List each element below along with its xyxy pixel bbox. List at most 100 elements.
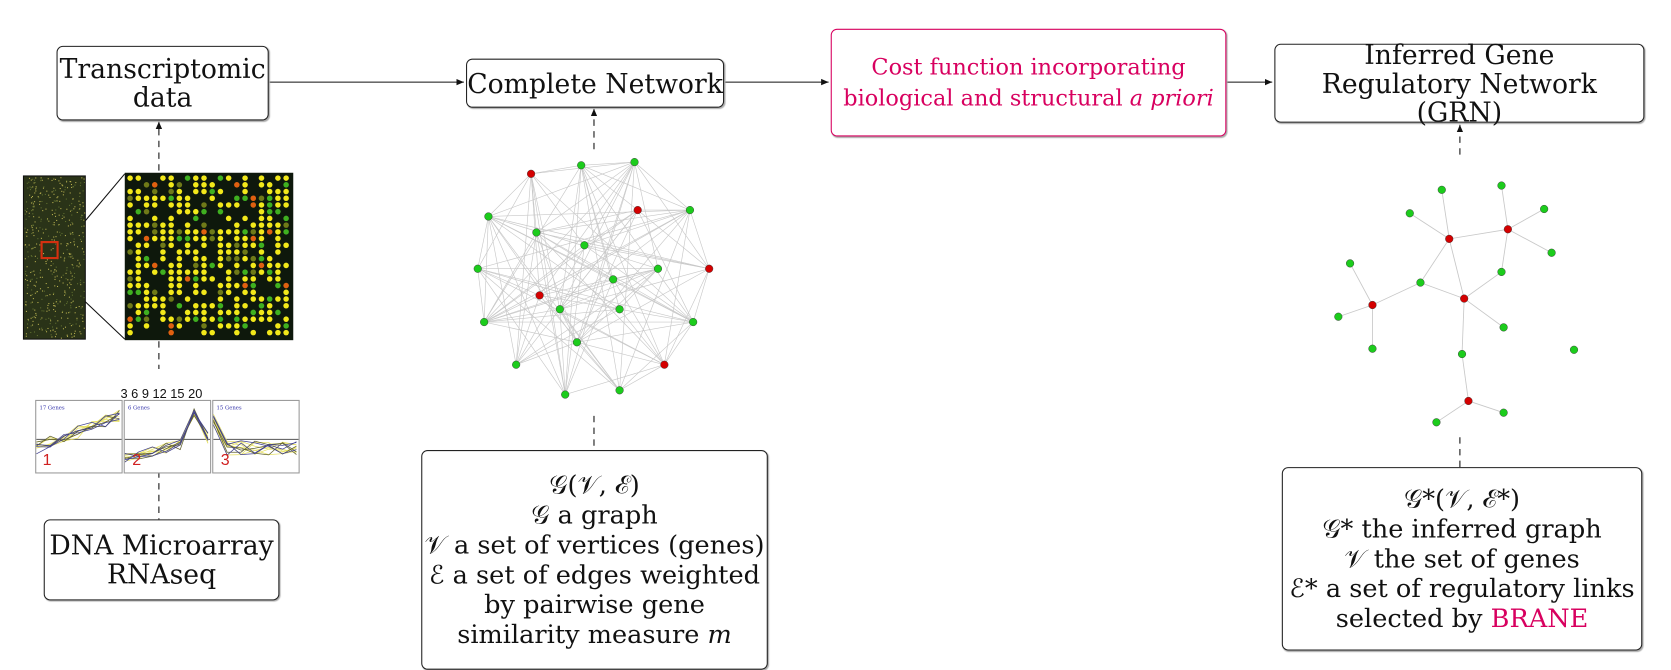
microarray-spot — [168, 182, 174, 188]
slide-speck — [80, 307, 82, 309]
slide-speck — [54, 336, 57, 338]
slide-speck — [54, 310, 56, 312]
microarray-spot — [143, 242, 150, 249]
box-text: 𝒢* the inferred graph — [1322, 514, 1602, 544]
slide-speck — [42, 232, 44, 234]
slide-speck — [66, 245, 68, 247]
microarray-spot — [176, 323, 183, 329]
slide-speck — [32, 206, 34, 208]
slide-speck — [62, 215, 64, 217]
slide-speck — [48, 303, 50, 305]
microarray-spot — [184, 276, 191, 282]
microarray-spot — [283, 195, 289, 202]
microarray-spot — [217, 229, 224, 235]
microarray-spot — [201, 208, 207, 215]
microarray-spot — [258, 175, 265, 181]
microarray-spot — [234, 282, 240, 289]
slide-speck — [70, 184, 73, 186]
slide-speck — [82, 205, 84, 207]
microarray-spot — [283, 282, 289, 289]
graph-edge — [1441, 189, 1450, 239]
microarray-spot — [234, 309, 240, 316]
slide-speck — [64, 257, 66, 259]
graph-edge — [483, 216, 489, 323]
expression-profile-line — [212, 425, 297, 450]
slide-speck — [45, 295, 47, 297]
slide-speck — [46, 218, 49, 220]
slide-speck — [73, 208, 75, 210]
box-text: 𝒱 the set of genes — [1344, 543, 1580, 574]
microarray-spot — [143, 302, 150, 309]
slide-speck — [51, 209, 53, 211]
slide-speck — [66, 334, 68, 336]
microarray-spot — [201, 235, 207, 242]
graph-edge — [559, 268, 710, 310]
slide-speck — [26, 279, 28, 281]
slide-speck — [50, 265, 52, 267]
microarray-spot — [160, 249, 166, 255]
slide-speck — [27, 229, 29, 231]
microarray-spot — [217, 262, 224, 269]
slide-speck — [53, 224, 55, 226]
microarray-spot — [242, 175, 248, 181]
microarray-spot — [127, 329, 133, 336]
graph-edge — [530, 173, 694, 323]
graph-edge — [488, 216, 694, 323]
slide-speck — [45, 283, 47, 285]
slide-speck — [33, 331, 36, 333]
slide-speck — [74, 307, 77, 309]
slide-speck — [41, 194, 43, 196]
slide-speck — [71, 214, 73, 216]
slide-speck — [32, 209, 34, 211]
microarray-spot — [225, 276, 232, 282]
slide-speck — [53, 236, 55, 238]
expression-profile-line — [36, 419, 120, 447]
microarray-spot — [225, 175, 232, 181]
slide-speck — [33, 270, 35, 272]
microarray-spot — [250, 289, 257, 296]
slide-speck — [72, 301, 74, 303]
graph-edge — [536, 232, 665, 365]
slide-speck — [27, 323, 29, 325]
box-text: by pairwise gene — [484, 589, 705, 620]
microarray-spot — [135, 175, 142, 181]
microarray-spot — [176, 249, 183, 255]
slide-speck — [53, 292, 55, 294]
slide-speck — [80, 313, 82, 316]
microarray-spot — [160, 222, 166, 228]
microarray-spot — [168, 222, 174, 228]
slide-speck — [25, 333, 27, 335]
microarray-spot — [217, 202, 224, 208]
gene-node — [555, 305, 564, 314]
microarray-spot — [127, 249, 133, 255]
slide-speck — [40, 218, 42, 220]
microarray-spot — [143, 289, 150, 296]
box-text: 𝒢 a graph — [531, 500, 658, 531]
slide-speck — [50, 249, 52, 251]
slide-speck — [80, 279, 82, 281]
microarray-spot — [160, 175, 166, 181]
slide-speck — [60, 177, 62, 179]
microarray-spot — [266, 276, 273, 282]
microarray-spot — [168, 215, 174, 222]
microarray-spot — [275, 276, 281, 282]
slide-speck — [55, 189, 57, 191]
microarray-spot — [143, 182, 150, 188]
slide-speck — [59, 231, 61, 233]
microarray-spot — [258, 302, 265, 309]
graph-edge — [488, 216, 620, 391]
slide-speck — [24, 273, 27, 275]
microarray-spot — [168, 175, 174, 181]
slide-speck — [70, 305, 72, 307]
slide-speck — [81, 248, 83, 250]
microarray-spot — [143, 195, 150, 202]
microarray-spot — [209, 195, 215, 202]
slide-speck — [62, 185, 64, 187]
box-text: 𝒢(𝒱, ℰ) — [549, 470, 640, 501]
microarray-spot — [184, 309, 191, 316]
microarray-spot — [135, 302, 142, 309]
expression-profile-line — [212, 419, 297, 455]
microarray-spot — [160, 316, 166, 322]
slide-speck — [60, 337, 62, 339]
